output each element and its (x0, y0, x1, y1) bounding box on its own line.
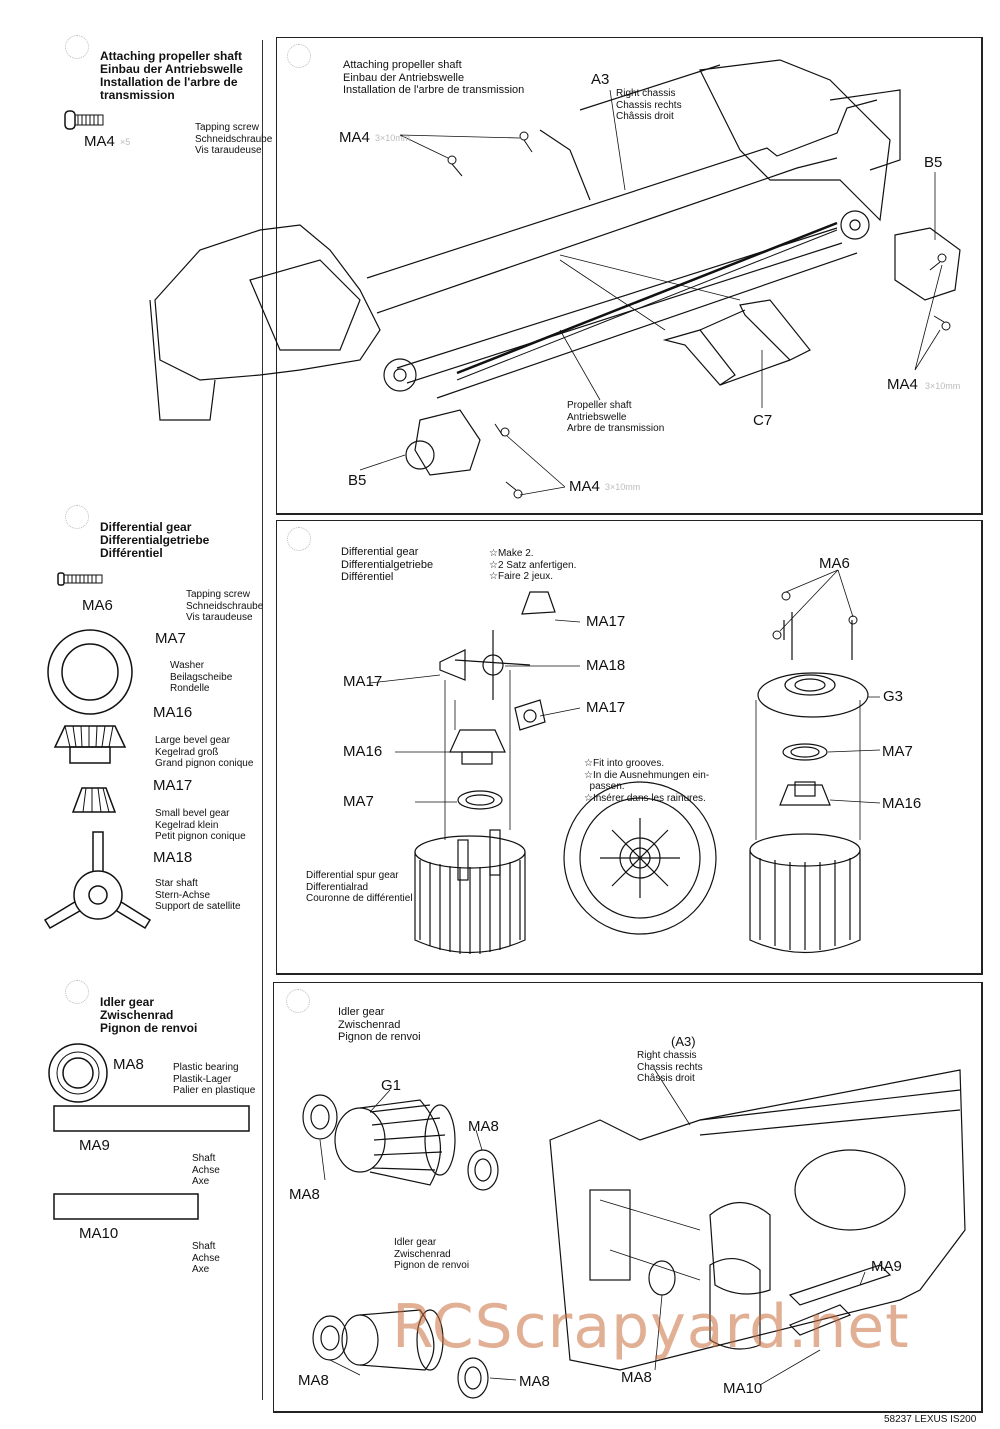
screw-icon (64, 110, 104, 130)
section3-title: Idler gear Zwischenrad Pignon de renvoi (100, 995, 198, 1035)
small-bevel-gear-icon (521, 591, 556, 615)
part-desc: Washer Beilagscheibe Rondelle (170, 660, 233, 694)
callout-ma6: MA6 (819, 555, 850, 572)
callout-ma9: MA9 (871, 1258, 902, 1275)
screw-icon (57, 572, 103, 586)
panel1-drawing (149, 59, 961, 499)
panel2-drawing (369, 569, 881, 954)
panel2-title: Differential gear Differentialgetriebe D… (341, 546, 434, 583)
part-desc: Tapping screw Schneidschraube Vis taraud… (195, 122, 273, 156)
callout-ma8: MA8 (298, 1372, 329, 1389)
panel1-title: Attaching propeller shaft Einbau der Ant… (343, 59, 525, 96)
part-code: MA10 (79, 1225, 119, 1242)
panel-differential-gear: Differential gear Differentialgetriebe D… (276, 520, 983, 975)
chassis-illustration (366, 99, 878, 399)
section1-title: Attaching propeller shaft Einbau der Ant… (100, 49, 243, 102)
callout-ma4: MA4 (339, 129, 370, 146)
idler-gear-label: Idler gear Zwischenrad Pignon de renvoi (394, 1237, 470, 1271)
part-code: MA16 (153, 704, 193, 721)
callout-ma17: MA17 (343, 673, 383, 690)
step-mark (65, 980, 89, 1004)
small-bevel-gear-icon (71, 787, 117, 813)
callout-ma8: MA8 (468, 1118, 499, 1135)
a3-code: A3 (591, 71, 610, 88)
callout-ma16: MA16 (343, 743, 383, 760)
callout-size: 3×10mm (925, 381, 961, 391)
part-code: MA18 (153, 849, 193, 866)
panel-idler-gear: Idler gear Zwischenrad Pignon de renvoi (273, 982, 983, 1413)
large-bevel-gear-icon (53, 725, 127, 764)
part-desc: Large bevel gear Kegelrad groß Grand pig… (155, 735, 254, 769)
callout-g3: G3 (883, 688, 904, 705)
callout-g1: G1 (381, 1077, 402, 1094)
callout-ma8: MA8 (621, 1369, 652, 1386)
part-code: MA8 (113, 1056, 144, 1073)
callout-ma8: MA8 (289, 1186, 320, 1203)
callout-ma17: MA17 (586, 699, 626, 716)
gear-cover-icon (757, 672, 869, 718)
callout-ma8: MA8 (519, 1373, 550, 1390)
panel-propeller-shaft: Attaching propeller shaft Einbau der Ant… (276, 37, 983, 515)
step-mark (286, 989, 310, 1013)
washer-icon (47, 629, 133, 715)
section2-title: Differential gear Differentialgetriebe D… (100, 520, 210, 560)
fit-note: ☆Fit into grooves. ☆In die Ausnehmungen … (584, 758, 710, 804)
callout-b5: B5 (348, 472, 367, 489)
propeller-shaft-label: Propeller shaft Antriebswelle Arbre de t… (567, 400, 665, 434)
a3-desc: Right chassis Chassis rechts Châssis dro… (616, 88, 682, 122)
plastic-bearing-icon (48, 1043, 108, 1103)
make-note: ☆Make 2. ☆2 Satz anfertigen. ☆Faire 2 je… (489, 548, 577, 582)
part-desc: Tapping screw Schneidschraube Vis taraud… (186, 589, 264, 623)
callout-ma7: MA7 (882, 743, 913, 760)
star-shaft-icon (43, 831, 152, 930)
callout-ma7: MA7 (343, 793, 374, 810)
section3-part-illustrations (48, 1043, 250, 1220)
part-desc: Star shaft Stern-Achse Support de satell… (155, 878, 241, 912)
bearing-icon (457, 1357, 489, 1399)
part-desc: Shaft Achse Axe (192, 1153, 220, 1187)
part-code: MA6 (82, 597, 113, 614)
callout-ma4: MA4 (569, 478, 600, 495)
part-qty: ×5 (120, 137, 131, 147)
bearing-icon (302, 1094, 338, 1140)
callout-size: 3×10mm (375, 133, 411, 143)
part-code: MA9 (79, 1137, 110, 1154)
page-footer: 58237 LEXUS IS200 (884, 1414, 977, 1425)
part-code: MA17 (153, 777, 193, 794)
a3-chassis-label: (A3) Right chassis Chassis rechts Châssi… (637, 1034, 703, 1084)
callout-ma10: MA10 (723, 1380, 763, 1397)
divider (262, 40, 263, 1400)
step-mark (65, 505, 89, 529)
watermark: RCScrapyard.net (392, 1292, 910, 1362)
part-code: MA4 (84, 133, 115, 150)
shaft-ma9-icon (53, 1105, 250, 1132)
callout-c7: C7 (753, 412, 773, 429)
part-desc: Plastic bearing Plastik-Lager Palier en … (173, 1062, 256, 1096)
callout-ma17: MA17 (586, 613, 626, 630)
callout-ma4: MA4 (887, 376, 918, 393)
spur-gear-icon (414, 829, 526, 954)
spur-gear-top-icon (563, 781, 717, 935)
panel3-title: Idler gear Zwischenrad Pignon de renvoi (338, 1006, 421, 1043)
part-desc: Shaft Achse Axe (192, 1241, 220, 1275)
spur-gear-label: Differential spur gear Differentialrad C… (306, 870, 413, 904)
screw-icon (447, 131, 951, 499)
part-code: MA7 (155, 630, 186, 647)
idler-gear-icon (334, 1099, 456, 1186)
callout-ma16: MA16 (882, 795, 922, 812)
part-desc: Small bevel gear Kegelrad klein Petit pi… (155, 808, 246, 842)
step-mark (287, 44, 311, 68)
section2-part-illustrations (43, 572, 152, 930)
idler-gear-icon (341, 1309, 444, 1371)
bearing-icon (467, 1149, 499, 1191)
step-mark (65, 35, 89, 59)
callout-size: 3×10mm (605, 482, 641, 492)
step-mark (287, 527, 311, 551)
callout-ma18: MA18 (586, 657, 626, 674)
callout-b5: B5 (924, 154, 943, 171)
shaft-ma10-icon (53, 1193, 199, 1220)
